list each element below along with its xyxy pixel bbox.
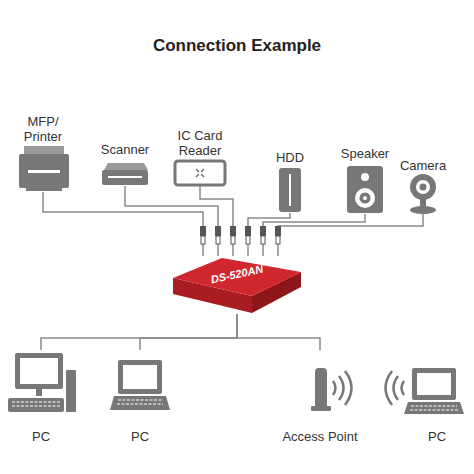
device-label: PC <box>11 429 71 444</box>
device-label: IC Card Reader <box>160 128 240 158</box>
pc-node: PC <box>110 350 170 444</box>
hub-device: DS-520AN <box>172 256 302 314</box>
pc-node: PC <box>5 350 77 444</box>
card-reader-icon <box>175 161 225 185</box>
cable-line <box>140 314 237 350</box>
card-reader-node: IC Card Reader <box>168 128 232 186</box>
wireless-laptop-icon <box>386 368 465 414</box>
device-label: PC <box>110 429 170 444</box>
diagram-title: Connection Example <box>0 36 474 56</box>
desktop-pc-icon <box>8 353 76 412</box>
cable-line <box>278 214 423 256</box>
device-label: MFP/ Printer <box>18 114 68 144</box>
cable-line <box>248 213 290 256</box>
device-label: Camera <box>388 158 458 173</box>
device-label: Scanner <box>90 142 160 157</box>
scanner-icon <box>102 163 148 185</box>
hdd-node: HDD <box>272 150 308 213</box>
laptop-icon <box>110 360 170 410</box>
camera-icon <box>410 174 436 214</box>
access-point-node: Access Point <box>278 350 362 444</box>
cable-line <box>200 186 233 256</box>
cable-line <box>43 192 203 256</box>
cable-plugs <box>200 226 281 244</box>
hdd-icon <box>279 168 301 212</box>
camera-node: Camera <box>398 158 448 214</box>
scanner-node: Scanner <box>95 142 155 186</box>
cable-line <box>125 186 218 256</box>
printer-icon <box>19 146 69 191</box>
access-point-icon <box>311 368 352 411</box>
speaker-node: Speaker <box>338 146 392 214</box>
device-label: HDD <box>265 150 315 165</box>
hub-box-shape <box>172 256 302 314</box>
pc-node: PC <box>398 350 474 444</box>
speaker-icon <box>347 166 383 213</box>
printer-node: MFP/ Printer <box>12 114 74 192</box>
device-label: PC <box>407 429 467 444</box>
cable-line <box>41 314 237 350</box>
device-label: Access Point <box>275 429 365 444</box>
cable-line <box>237 314 320 350</box>
device-label: Speaker <box>330 146 400 161</box>
